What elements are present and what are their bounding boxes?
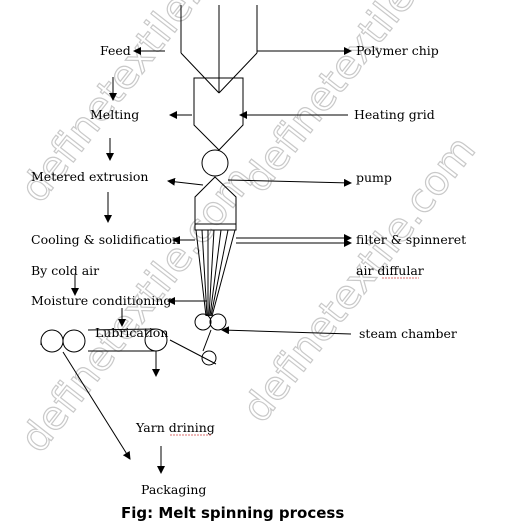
label-air-diffular: air diffular <box>356 263 424 278</box>
left-arrows <box>62 47 207 474</box>
hopper <box>180 5 258 94</box>
label-melting: Melting <box>90 107 139 122</box>
pump-circle <box>201 149 229 177</box>
yarn-path <box>40 328 217 365</box>
label-pump: pump <box>356 170 392 185</box>
label-lubrication: Lubrication <box>95 325 168 340</box>
spinneret-pack <box>194 176 237 231</box>
label-yarn-drining: Yarn drining <box>135 420 215 435</box>
right-arrows <box>221 47 352 335</box>
label-filter-spinneret: filter & spinneret <box>356 232 466 247</box>
filaments <box>195 229 236 317</box>
label-steam-chamber: steam chamber <box>359 326 457 341</box>
label-by-cold-air: By cold air <box>31 263 99 278</box>
label-packaging: Packaging <box>141 482 206 497</box>
label-heating-grid: Heating grid <box>354 107 435 122</box>
melting-chamber <box>193 77 244 151</box>
label-moisture: Moisture conditioning <box>31 293 171 308</box>
label-cooling: Cooling & solidification <box>31 232 180 247</box>
label-polymer-chip: Polymer chip <box>356 43 439 58</box>
label-feed: Feed <box>100 43 131 58</box>
watermarks: definetextile.com definetextile.com defi… <box>11 0 485 462</box>
label-metered-extrusion: Metered extrusion <box>31 169 148 184</box>
figure-caption: Fig: Melt spinning process <box>121 504 344 522</box>
